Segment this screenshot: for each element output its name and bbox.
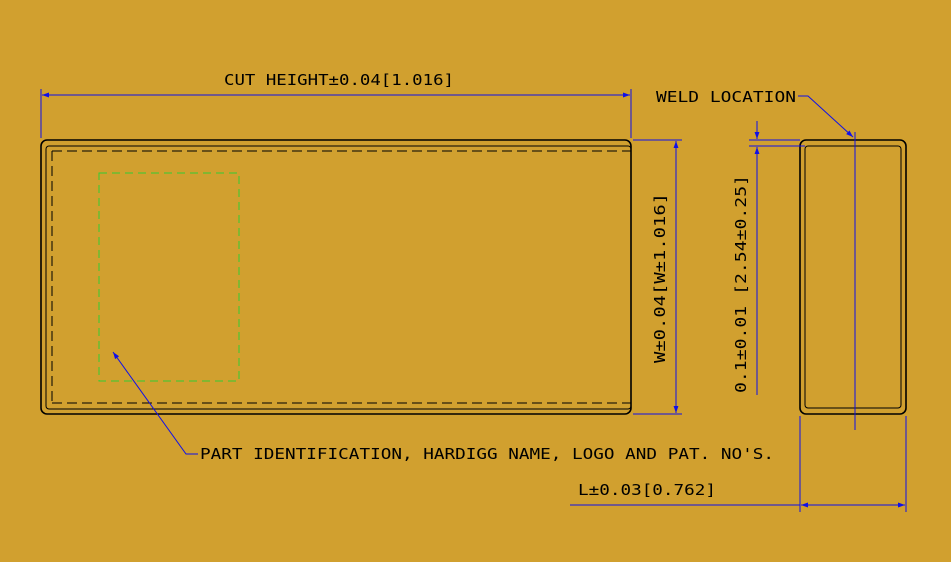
width-dimension: W±0.04[W±1.016] [633, 139, 682, 415]
cut-height-dimension: CUT HEIGHT±0.04[1.016] [40, 71, 632, 138]
part-flat-view [40, 139, 632, 415]
weld-offset-label: 0.1±0.01 [2.54±0.25] [732, 175, 750, 393]
length-dimension: L±0.03[0.762] [570, 416, 907, 512]
part-outline-outer [40, 139, 632, 415]
end-outline-inner [804, 145, 902, 409]
width-label: W±0.04[W±1.016] [651, 193, 669, 363]
weld-offset-dimension: 0.1±0.01 [2.54±0.25] [732, 121, 805, 395]
part-identification-label: PART IDENTIFICATION, HARDIGG NAME, LOGO … [200, 445, 774, 463]
part-end-view [799, 132, 907, 430]
weld-location-label: WELD LOCATION [656, 88, 796, 106]
weld-location-callout: WELD LOCATION [656, 88, 854, 138]
part-identification-callout: PART IDENTIFICATION, HARDIGG NAME, LOGO … [112, 351, 774, 463]
length-label: L±0.03[0.762] [578, 481, 716, 499]
cut-height-label: CUT HEIGHT±0.04[1.016] [224, 71, 454, 89]
identification-area [98, 172, 240, 382]
end-outline-outer [799, 139, 907, 415]
part-dashed-line [51, 150, 631, 404]
part-outline-inner [45, 145, 632, 410]
